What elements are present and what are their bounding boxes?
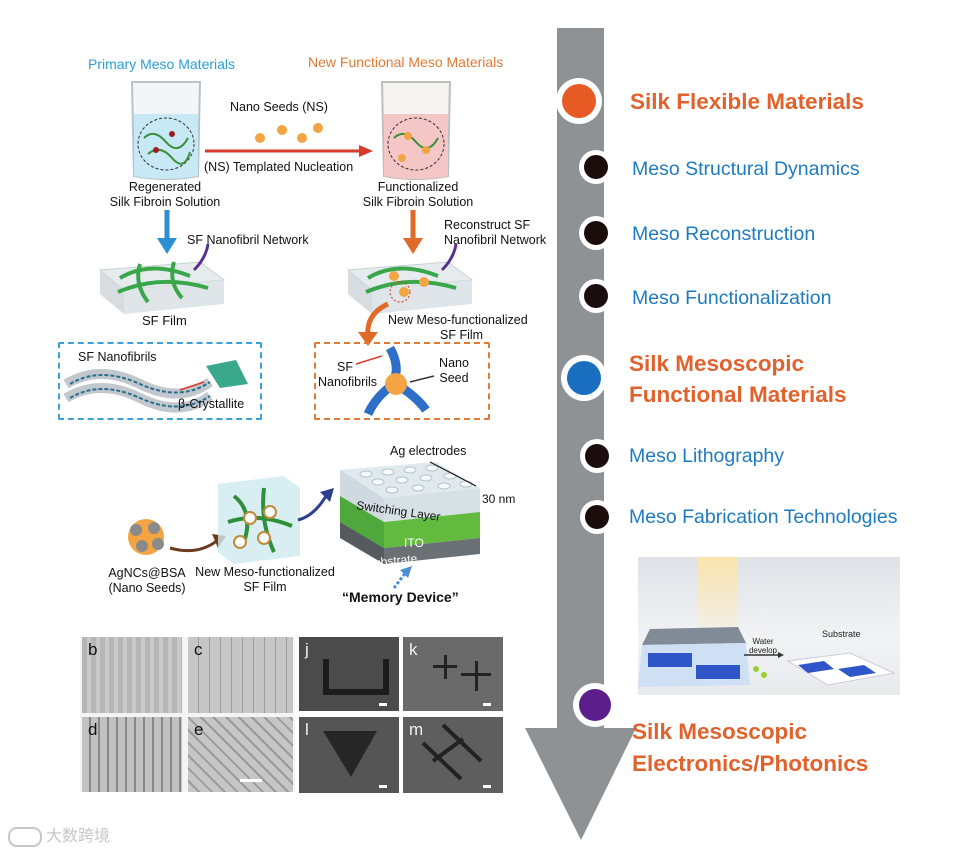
timeline-dot-7 <box>580 500 614 534</box>
timeline-label-reconstruction: Meso Reconstruction <box>632 223 816 245</box>
lithography-sketch <box>638 627 896 687</box>
timeline-label-silk-flexible: Silk Flexible Materials <box>630 89 864 114</box>
nanofibril-detail-box: SF Nanofibrils β-Crystallite <box>58 342 262 420</box>
timeline-dot-1 <box>556 78 602 124</box>
timeline-label-electronics-2: Electronics/Photonics <box>632 751 869 776</box>
timeline-dot-8 <box>573 683 617 727</box>
down-arrow-blue <box>157 210 177 254</box>
watermark: 大数跨境 <box>8 822 110 847</box>
timeline-label-functionalization: Meso Functionalization <box>632 287 832 309</box>
timeline-label-electronics-1: Silk Mesoscopic <box>632 719 808 744</box>
ito-label: ITO <box>404 536 424 550</box>
meso-film <box>346 243 474 314</box>
beaker-primary <box>130 81 202 180</box>
beta-crystallite-label: β-Crystallite <box>178 397 245 411</box>
sem-panel-c: c <box>188 637 293 713</box>
timeline-dot-6 <box>580 439 614 473</box>
sem-panel-j: j <box>299 637 399 711</box>
timeline-label-lithography: Meso Lithography <box>629 445 785 467</box>
thickness-label: 30 nm <box>482 492 516 506</box>
memory-device-label: “Memory Device” <box>342 589 459 605</box>
sem-panel-b: b <box>82 637 182 713</box>
templated-label: (NS) Templated Nucleation <box>204 160 354 174</box>
watermark-logo-icon <box>8 826 42 847</box>
sf-film <box>98 243 226 314</box>
down-arrow-orange <box>403 210 423 254</box>
timeline-dot-3 <box>579 216 613 250</box>
device-arrow <box>297 488 334 522</box>
new-title: New Functional Meso Materials <box>308 54 504 70</box>
sem-panel-e: e <box>188 717 293 792</box>
nano-seed-dots <box>255 123 323 143</box>
agncs-label: AgNCs@BSA(Nano Seeds) <box>108 566 186 595</box>
agncs-particle <box>128 519 164 555</box>
zoom-arrow <box>358 301 390 346</box>
timeline-label-structural-dynamics: Meso Structural Dynamics <box>632 158 860 180</box>
sem-dark-group: j k l m <box>299 637 505 797</box>
timeline-label-mesoscopic-functional-1: Silk Mesoscopic <box>629 351 805 376</box>
sem-panel-m: m <box>403 717 503 793</box>
timeline-label-fabrication: Meso Fabrication Technologies <box>629 506 898 528</box>
timeline-label-mesoscopic-functional-2: Functional Materials <box>629 382 847 407</box>
sf-nanofibrils-label: SF Nanofibrils <box>78 350 157 364</box>
meso-film-cube <box>218 476 300 564</box>
sem-panel-d: d <box>82 717 182 792</box>
ag-electrodes-label: Ag electrodes <box>390 444 467 458</box>
nucleation-arrow <box>205 145 373 157</box>
timeline-dot-4 <box>579 279 613 313</box>
scale-bar <box>240 779 262 782</box>
light-beam <box>698 557 738 637</box>
sem-panel-l: l <box>299 717 399 793</box>
memory-pointer <box>392 566 412 589</box>
timeline-dot-2 <box>579 150 613 184</box>
timeline-dot-5 <box>561 355 607 401</box>
sem-panel-k: k <box>403 637 503 711</box>
primary-title: Primary Meso Materials <box>88 56 236 72</box>
sem-light-group: b c d e <box>80 637 295 792</box>
nano-seeds-label: Nano Seeds (NS) <box>230 100 328 114</box>
memory-device <box>340 461 480 564</box>
beaker-new <box>380 81 452 180</box>
sf-network-label: SF Nanofibril Network <box>187 233 309 247</box>
photo-substrate-label: Substrate <box>822 629 861 639</box>
sf-film-label: SF Film <box>142 313 187 328</box>
